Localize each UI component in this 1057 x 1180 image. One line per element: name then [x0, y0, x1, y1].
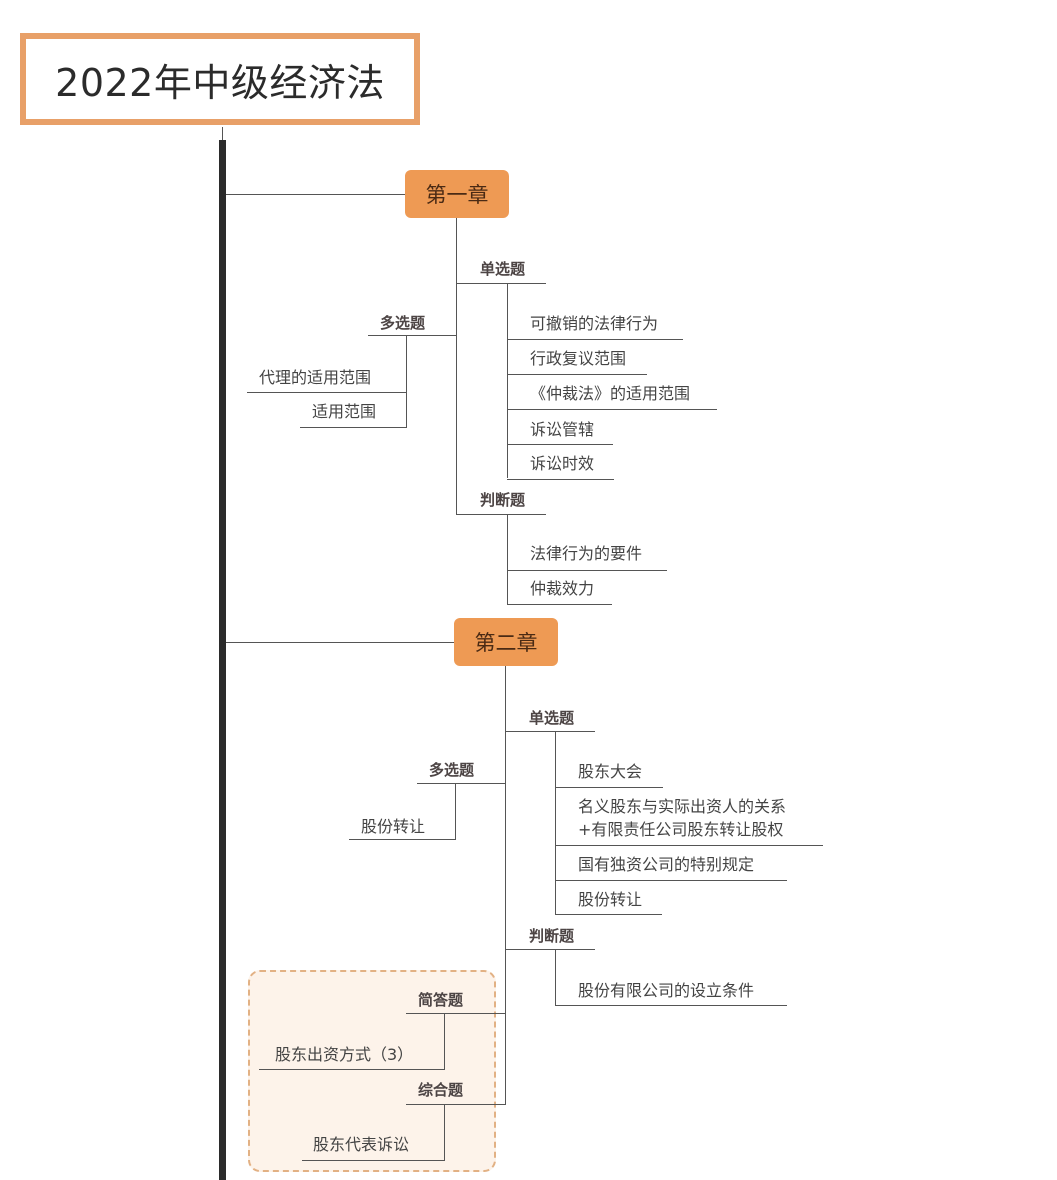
connector: [349, 839, 456, 841]
ch1-single-choice-label[interactable]: 单选题: [480, 260, 526, 278]
connector: [507, 374, 647, 376]
connector: [226, 194, 406, 196]
connector: [555, 845, 823, 847]
connector: [555, 787, 663, 789]
connector: [555, 1005, 787, 1007]
ch2-multi-item[interactable]: 股份转让: [361, 817, 426, 836]
ch2-single-item[interactable]: +有限责任公司股东转让股权: [578, 820, 784, 839]
ch1-judge-item[interactable]: 仲裁效力: [530, 579, 595, 598]
connector: [505, 731, 595, 733]
connector: [507, 284, 509, 478]
connector: [247, 392, 407, 394]
connector: [555, 732, 557, 915]
connector: [555, 914, 662, 916]
root-connector: [222, 127, 223, 141]
ch2-single-item[interactable]: 股东大会: [578, 762, 643, 781]
ch1-multi-choice-label[interactable]: 多选题: [380, 314, 426, 332]
connector: [259, 1069, 445, 1071]
connector: [507, 604, 612, 606]
ch1-single-item[interactable]: 可撤销的法律行为: [530, 314, 659, 333]
highlight-group-box: [248, 970, 496, 1172]
connector: [444, 1105, 446, 1161]
connector: [507, 479, 614, 481]
ch2-judgment-label[interactable]: 判断题: [529, 927, 575, 945]
ch1-multi-item[interactable]: 代理的适用范围: [259, 368, 372, 387]
ch1-multi-item[interactable]: 适用范围: [312, 402, 377, 421]
ch2-single-choice-label[interactable]: 单选题: [529, 709, 575, 727]
ch1-judge-item[interactable]: 法律行为的要件: [530, 544, 643, 563]
ch2-judge-item[interactable]: 股份有限公司的设立条件: [578, 981, 755, 1000]
chapter-1-node[interactable]: 第一章: [405, 170, 509, 218]
ch2-short-answer-label[interactable]: 简答题: [418, 991, 464, 1009]
root-title: 2022年中级经济法: [55, 60, 385, 105]
connector: [406, 1013, 506, 1015]
connector: [417, 783, 506, 785]
chapter-2-node[interactable]: 第二章: [454, 618, 558, 666]
ch2-short-item[interactable]: 股东出资方式（3）: [275, 1045, 414, 1064]
connector: [444, 1014, 446, 1069]
ch2-comprehensive-label[interactable]: 综合题: [418, 1081, 464, 1099]
ch1-judgment-label[interactable]: 判断题: [480, 491, 526, 509]
ch2-single-item[interactable]: 国有独资公司的特别规定: [578, 855, 755, 874]
connector: [555, 880, 787, 882]
connector: [507, 515, 509, 605]
connector: [455, 784, 457, 839]
chapter-1-label: 第一章: [425, 183, 489, 207]
connector: [507, 339, 683, 341]
ch2-multi-choice-label[interactable]: 多选题: [429, 761, 475, 779]
ch1-single-item[interactable]: 诉讼管辖: [530, 420, 595, 439]
connector: [505, 666, 507, 1105]
connector: [507, 409, 717, 411]
connector: [406, 336, 408, 428]
ch2-single-item[interactable]: 名义股东与实际出资人的关系: [578, 797, 787, 816]
connector: [505, 949, 595, 951]
connector: [456, 283, 546, 285]
connector: [456, 514, 546, 516]
chapter-2-label: 第二章: [474, 631, 538, 655]
connector: [226, 642, 456, 644]
ch1-single-item[interactable]: 《仲裁法》的适用范围: [530, 384, 691, 403]
connector: [555, 950, 557, 1005]
main-spine: [219, 140, 226, 1180]
root-node[interactable]: 2022年中级经济法: [20, 33, 420, 125]
connector: [507, 444, 613, 446]
connector: [302, 1160, 445, 1162]
connector: [456, 218, 458, 515]
connector: [368, 335, 457, 337]
ch1-single-item[interactable]: 行政复议范围: [530, 349, 627, 368]
ch1-single-item[interactable]: 诉讼时效: [530, 454, 595, 473]
ch2-single-item[interactable]: 股份转让: [578, 890, 643, 909]
connector: [507, 570, 667, 572]
ch2-comprehensive-item[interactable]: 股东代表诉讼: [313, 1135, 410, 1154]
connector: [406, 1104, 506, 1106]
connector: [300, 427, 407, 429]
